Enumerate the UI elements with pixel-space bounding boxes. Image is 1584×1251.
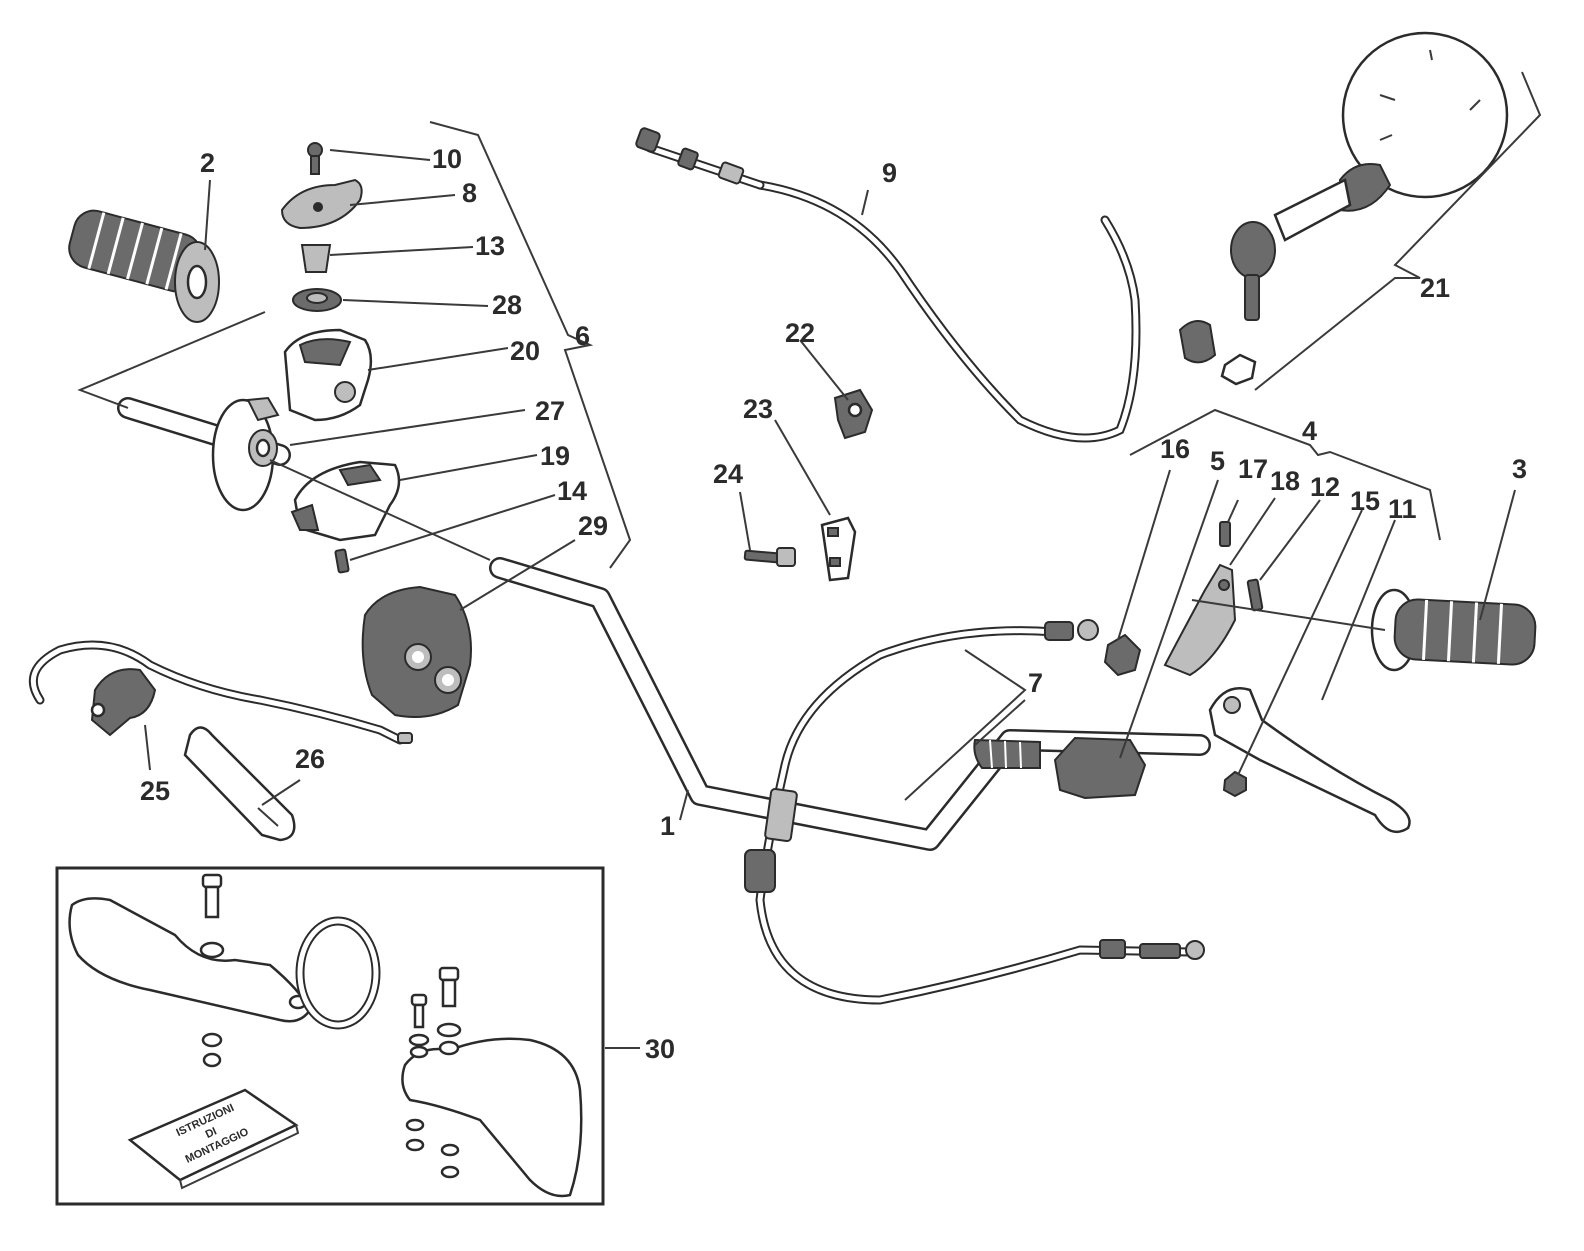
kill-switch-25 — [28, 640, 413, 745]
callout-26: 26 — [295, 744, 325, 774]
callout-3: 3 — [1512, 454, 1527, 484]
lever-holder-18 — [1163, 563, 1237, 677]
cable-adjuster-13 — [300, 244, 332, 273]
throttle-housing-upper-20 — [283, 328, 373, 422]
callout-5: 5 — [1210, 446, 1225, 476]
throttle-screw-10 — [307, 142, 323, 175]
callout-11: 11 — [1388, 494, 1417, 524]
callout-4: 4 — [1302, 416, 1317, 446]
bracket-group-4 — [1129, 408, 1441, 541]
leader-lines — [77, 149, 1516, 1049]
cable-adjuster-16 — [1103, 633, 1142, 677]
callout-12: 12 — [1310, 472, 1340, 502]
callout-23: 23 — [743, 394, 773, 424]
callout-20: 20 — [510, 336, 540, 366]
callout-19: 19 — [540, 441, 570, 471]
mirror-21 — [1178, 31, 1509, 386]
left-grip — [68, 209, 220, 323]
callout-7: 7 — [1028, 668, 1043, 698]
callout-22: 22 — [785, 318, 815, 348]
callout-25: 25 — [140, 776, 170, 806]
grip-rubber-bellow — [973, 738, 1041, 769]
bracket-group-6 — [429, 121, 632, 569]
callout-18: 18 — [1270, 466, 1300, 496]
handguard-kit-30: ISTRUZIONI DI MONTAGGIO — [55, 866, 605, 1206]
clutch-lever-11 — [1208, 687, 1411, 834]
callout-9: 9 — [882, 158, 897, 188]
screw-17 — [1219, 521, 1231, 547]
nut-15 — [1222, 770, 1247, 798]
callout-labels: 1 2 3 4 5 6 7 8 9 10 11 12 13 14 15 16 1… — [140, 144, 1527, 1064]
throttle-cover-8 — [280, 178, 363, 230]
callout-1: 1 — [660, 811, 675, 841]
callout-28: 28 — [492, 290, 522, 320]
callout-27: 27 — [535, 396, 565, 426]
callout-13: 13 — [475, 231, 505, 261]
clip-22 — [833, 388, 874, 440]
callout-10: 10 — [432, 144, 462, 174]
callout-2: 2 — [200, 148, 215, 178]
bolt-24 — [743, 547, 796, 567]
callout-16: 16 — [1160, 434, 1190, 464]
callout-24: 24 — [713, 459, 743, 489]
clutch-bracket-5 — [1053, 736, 1147, 800]
right-grip-3 — [1370, 588, 1537, 672]
switch-cover-29 — [361, 585, 472, 718]
callout-15: 15 — [1350, 486, 1380, 516]
bracket-group-21 — [1254, 71, 1542, 391]
throttle-housing-lower-19 — [290, 460, 401, 542]
throttle-cable-9 — [635, 127, 1141, 443]
screw-12 — [1246, 578, 1264, 612]
callout-29: 29 — [578, 511, 608, 541]
bracket-23 — [820, 516, 857, 582]
callout-30: 30 — [645, 1034, 675, 1064]
clutch-cable-7 — [744, 619, 1205, 1005]
handlebar — [117, 397, 1211, 851]
throttle-screw-14 — [334, 548, 350, 574]
strap-26 — [183, 726, 296, 842]
grommet-28 — [292, 288, 342, 312]
booklet-line-2: DI — [204, 1125, 219, 1141]
callout-17: 17 — [1238, 454, 1268, 484]
callout-6: 6 — [575, 321, 590, 351]
callout-21: 21 — [1420, 273, 1450, 303]
callout-14: 14 — [557, 476, 587, 506]
callout-8: 8 — [462, 178, 477, 208]
throttle-tube-27 — [211, 396, 280, 512]
